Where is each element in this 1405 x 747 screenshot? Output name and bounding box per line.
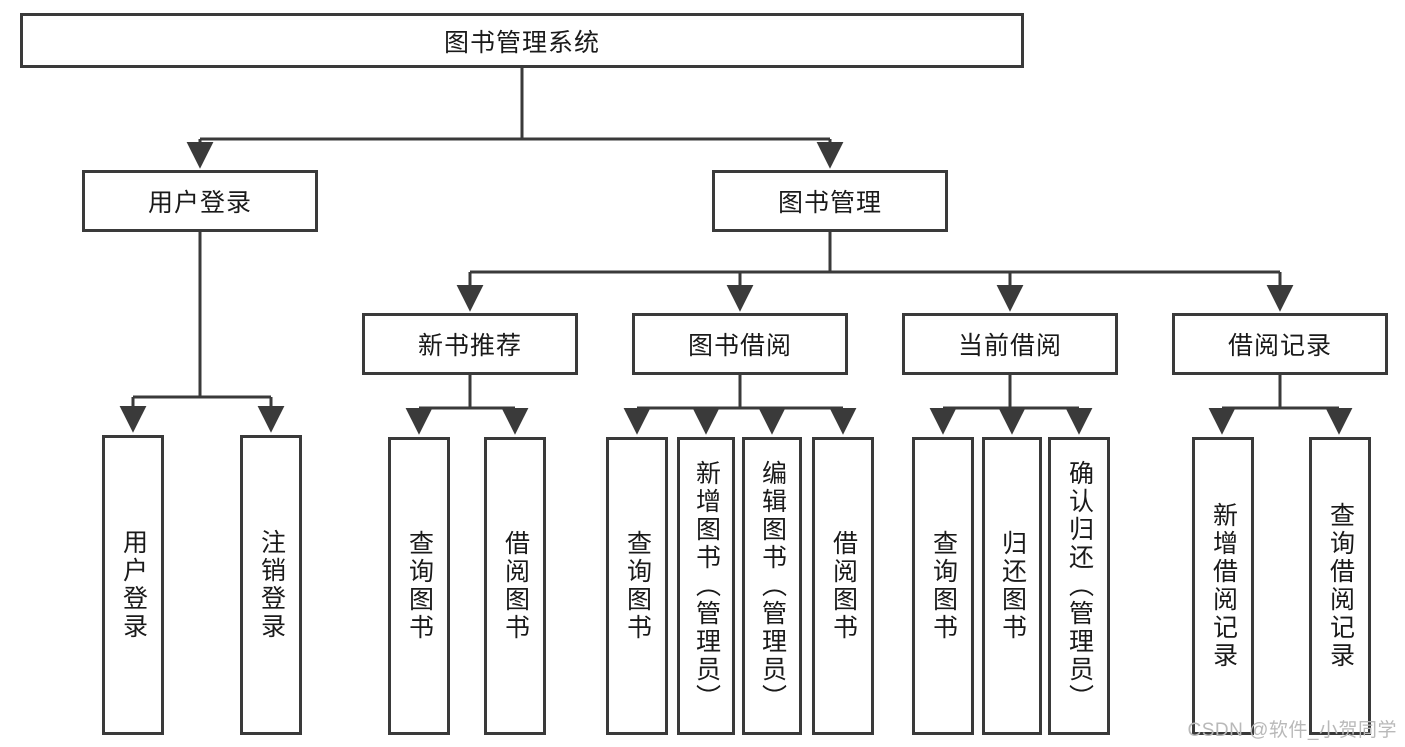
leaf-borrow-record-add[interactable]: 新增借阅记录: [1192, 437, 1254, 735]
node-new-book-recommend[interactable]: 新书推荐: [362, 313, 578, 375]
node-root-system[interactable]: 图书管理系统: [20, 13, 1024, 68]
node-label: 当前借阅: [957, 332, 1062, 360]
node-book-management[interactable]: 图书管理: [712, 170, 948, 232]
node-label: 用户登录: [119, 529, 148, 641]
node-label: 查询借阅记录: [1326, 502, 1355, 670]
leaf-new-book-query[interactable]: 查询图书: [388, 437, 450, 735]
node-label: 图书管理: [777, 189, 882, 217]
node-label: 查询图书: [929, 530, 958, 642]
leaf-current-borrow-return[interactable]: 归还图书: [982, 437, 1042, 735]
node-label: 注销登录: [257, 529, 286, 641]
leaf-book-borrow-add[interactable]: 新增图书（管理员）: [677, 437, 735, 735]
node-label: 新增借阅记录: [1209, 502, 1238, 670]
node-label: 新增图书（管理员）: [692, 460, 721, 712]
leaf-current-borrow-query[interactable]: 查询图书: [912, 437, 974, 735]
node-label: 新书推荐: [417, 332, 522, 360]
leaf-new-book-borrow[interactable]: 借阅图书: [484, 437, 546, 735]
node-borrow-record[interactable]: 借阅记录: [1172, 313, 1388, 375]
node-label: 借阅图书: [501, 530, 530, 642]
leaf-current-borrow-confirm-return[interactable]: 确认归还（管理员）: [1048, 437, 1110, 735]
leaf-book-borrow-edit[interactable]: 编辑图书（管理员）: [742, 437, 802, 735]
node-user-login[interactable]: 用户登录: [82, 170, 318, 232]
leaf-user-login-logout[interactable]: 注销登录: [240, 435, 302, 735]
node-label: 用户登录: [147, 189, 252, 217]
node-label: 查询图书: [405, 530, 434, 642]
node-book-borrow[interactable]: 图书借阅: [632, 313, 848, 375]
node-label: 图书借阅: [687, 332, 792, 360]
node-label: 借阅记录: [1227, 332, 1332, 360]
node-label: 查询图书: [623, 530, 652, 642]
leaf-book-borrow-borrow[interactable]: 借阅图书: [812, 437, 874, 735]
node-label: 归还图书: [998, 530, 1027, 642]
node-label: 编辑图书（管理员）: [758, 460, 787, 712]
leaf-borrow-record-query[interactable]: 查询借阅记录: [1309, 437, 1371, 735]
node-current-borrow[interactable]: 当前借阅: [902, 313, 1118, 375]
node-label: 借阅图书: [829, 530, 858, 642]
watermark-text: CSDN @软件_小贺同学: [1187, 720, 1397, 741]
node-label: 图书管理系统: [443, 28, 600, 57]
leaf-user-login-signin[interactable]: 用户登录: [102, 435, 164, 735]
leaf-book-borrow-query[interactable]: 查询图书: [606, 437, 668, 735]
node-label: 确认归还（管理员）: [1065, 460, 1094, 712]
